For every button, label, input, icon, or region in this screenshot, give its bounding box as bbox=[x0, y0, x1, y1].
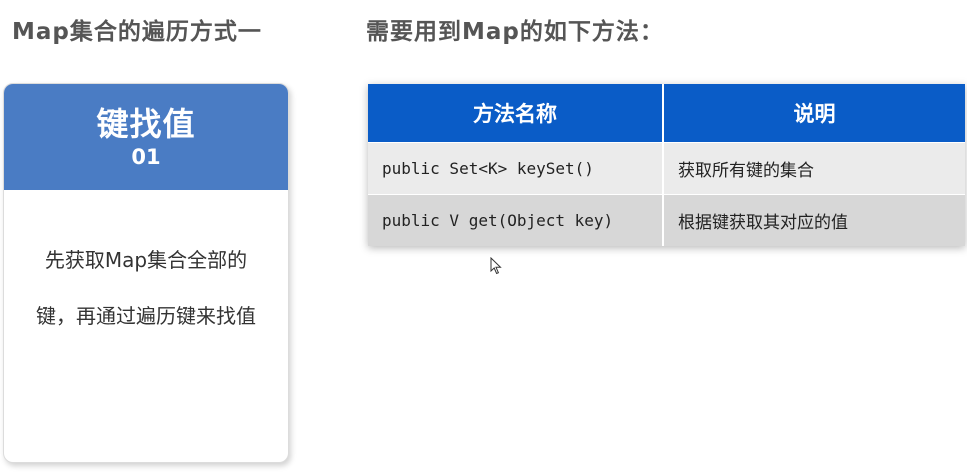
left-heading: Map集合的遍历方式一 bbox=[12, 19, 262, 45]
methods-table-wrapper: 方法名称 说明 public Set<K> keySet() 获取所有键的集合 … bbox=[368, 84, 965, 246]
card-number: 01 bbox=[131, 145, 161, 169]
card-title: 键找值 bbox=[96, 105, 196, 143]
table-row: public V get(Object key) 根据键获取其对应的值 bbox=[368, 194, 965, 246]
method-card: 键找值 01 先获取Map集合全部的 键，再通过遍历键来找值 bbox=[3, 83, 289, 463]
header-method-name: 方法名称 bbox=[368, 84, 664, 143]
description-cell: 获取所有键的集合 bbox=[663, 142, 965, 195]
table-header-row: 方法名称 说明 bbox=[368, 84, 965, 143]
mouse-pointer-icon bbox=[490, 257, 502, 275]
card-description-line-1: 先获取Map集合全部的 bbox=[44, 248, 248, 272]
table-row: public Set<K> keySet() 获取所有键的集合 bbox=[368, 142, 965, 195]
methods-table: 方法名称 说明 public Set<K> keySet() 获取所有键的集合 … bbox=[368, 84, 965, 246]
description-cell: 根据键获取其对应的值 bbox=[663, 194, 965, 246]
card-header: 键找值 01 bbox=[4, 84, 288, 190]
method-cell: public Set<K> keySet() bbox=[368, 142, 664, 195]
header-description: 说明 bbox=[663, 84, 965, 143]
card-description-line-2: 键，再通过遍历键来找值 bbox=[36, 304, 256, 328]
card-body: 先获取Map集合全部的 键，再通过遍历键来找值 bbox=[4, 190, 288, 344]
method-cell: public V get(Object key) bbox=[368, 194, 664, 246]
right-heading: 需要用到Map的如下方法： bbox=[366, 19, 664, 45]
